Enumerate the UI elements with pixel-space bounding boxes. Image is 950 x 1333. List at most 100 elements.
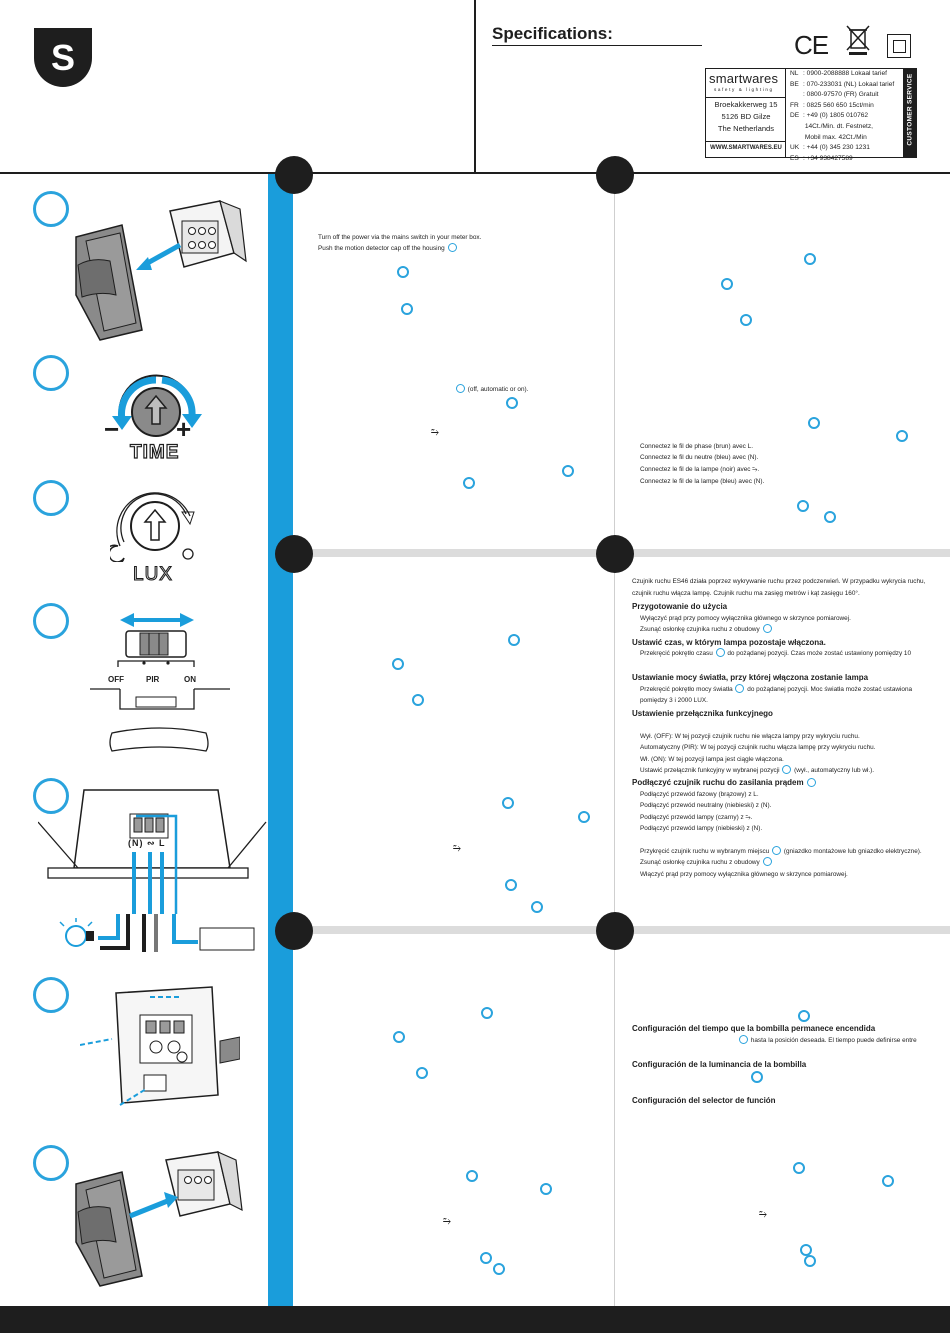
time-minus: − (104, 414, 120, 444)
step-ref-icon (804, 253, 816, 265)
step-ref-icon (401, 303, 413, 315)
lux-dial-figure: LUX (103, 482, 205, 587)
step-ref-icon (772, 846, 782, 855)
accent-bar (268, 174, 293, 1309)
pl-heading: Podłączyć czujnik ruchu do zasilania prą… (632, 777, 817, 789)
wiring-figure: (N) ∾ L (37, 782, 270, 954)
specifications-title: Specifications: (492, 24, 613, 43)
website: WWW.SMARTWARES.EU (710, 145, 782, 151)
step-ref-icon (824, 511, 836, 523)
fr-connect-line: Connectez le fil du neutre (bleu) avec (… (640, 454, 759, 461)
step-ref-icon (392, 658, 404, 670)
es-heading: Configuración del tiempo que la bombilla… (632, 1024, 876, 1033)
weee-bin-icon (845, 24, 871, 61)
step-ref-icon (882, 1175, 894, 1187)
function-switch-figure: OFF PIR ON (90, 605, 270, 755)
time-dial-figure: − + TIME (100, 358, 210, 468)
switch-label-pir: PIR (146, 675, 160, 684)
step-ref-icon (739, 1035, 748, 1044)
pl-line: Podłączyć przewód lampy (niebieski) z (N… (640, 825, 763, 832)
pl-line: Przekręcić pokrętło czasu do pożądanej p… (640, 648, 912, 657)
pl-heading: Ustawienie przełącznika funkcyjnego (632, 709, 773, 718)
step-ref-icon (782, 765, 792, 774)
step-marker (33, 191, 69, 227)
pl-line: Ustawić przełącznik funkcyjny w wybranej… (640, 765, 875, 774)
step-ref-icon (416, 1067, 428, 1079)
switch-label-off: OFF (108, 675, 124, 684)
step-ref-icon (721, 278, 733, 290)
step-ref-icon (762, 857, 772, 866)
pl-line: Włączyć prąd przy pomocy wyłącznika głów… (640, 871, 848, 878)
step-ref-icon (562, 465, 574, 477)
step-marker (33, 977, 69, 1013)
fr-connect-line: Connectez le fil de la lampe (bleu) avec… (640, 478, 765, 485)
step-ref-icon (793, 1162, 805, 1174)
pl-line: Podłączyć przewód lampy (czarny) z ⥲. (640, 814, 753, 821)
step-ref-icon (896, 430, 908, 442)
contact-box: smartwares safety & lighting Broekakkerw… (705, 68, 917, 162)
step-marker (33, 355, 69, 391)
step-ref-icon (397, 266, 409, 278)
footer-bar (0, 1306, 950, 1333)
section-marker (275, 912, 313, 950)
step-ref-icon (808, 417, 820, 429)
en-step-line: Turn off the power via the mains switch … (318, 234, 482, 241)
address-line: 5126 BD Gilze (721, 112, 771, 121)
pl-line: Podłączyć przewód fazowy (brązowy) z L. (640, 791, 759, 798)
address-line: The Netherlands (717, 124, 775, 133)
pl-line: Zsunąć osłonkę czujnika ruchu z obudowy (640, 624, 773, 636)
fr-connect-line: Connectez le fil de phase (brun) avec L. (640, 443, 753, 450)
step-ref-icon (798, 1010, 810, 1022)
lamp-terminal-icon: ⥲ (759, 1209, 767, 1220)
es-heading: Configuración del selector de función (632, 1096, 776, 1105)
section-marker (275, 156, 313, 194)
pl-line: Wył. (OFF): W tej pozycji czujnik ruchu … (640, 733, 860, 740)
step-ref-icon (715, 648, 725, 657)
section-marker (596, 912, 634, 950)
step-ref-icon (505, 879, 517, 891)
pl-heading: Przygotowanie do użycia (632, 602, 728, 611)
step-ref-icon (463, 477, 475, 489)
contact-list: NL: 0900-2088888 Lokaal tarief BE: 070-2… (790, 70, 895, 162)
step-ref-icon (480, 1252, 492, 1264)
step-ref-icon (393, 1031, 405, 1043)
pl-intro: Czujnik ruchu ES46 działa poprzez wykryw… (632, 578, 926, 585)
step-ref-icon (506, 397, 518, 409)
pl-heading: Ustawić czas, w którym lampa pozostaje w… (632, 638, 826, 647)
step-ref-icon (740, 314, 752, 326)
step-ref-icon (797, 500, 809, 512)
detector-refit-figure (70, 1150, 250, 1295)
pl-line: Wyłączyć prąd przy pomocy wyłącznika głó… (640, 615, 851, 622)
section-marker (275, 535, 313, 573)
step-ref-icon (466, 1170, 478, 1182)
lamp-terminal-icon: ⥲ (431, 427, 439, 438)
step-marker (33, 603, 69, 639)
step-ref-icon (751, 1071, 763, 1083)
pl-line: Zsunąć osłonkę czujnika ruchu z obudowy (640, 857, 773, 869)
pl-line: Przekręcić pokrętło mocy światła do pożą… (640, 684, 913, 693)
address-line: Broekakkerweg 15 (714, 100, 778, 109)
es-line: hasta la posición deseada. El tiempo pue… (738, 1035, 917, 1047)
lux-label: LUX (132, 563, 173, 585)
step-ref-icon (493, 1263, 505, 1275)
mounting-figure (79, 985, 241, 1115)
step-ref-icon (481, 1007, 493, 1019)
section-marker (596, 156, 634, 194)
en-step-line: Push the motion detector cap off the hou… (318, 243, 458, 255)
step-marker (33, 1145, 69, 1181)
ce-mark-icon: CE (794, 30, 829, 60)
switch-label-on: ON (184, 675, 196, 684)
es-heading: Configuración de la luminancia de la bom… (632, 1060, 807, 1069)
step-marker (33, 778, 69, 814)
time-plus: + (176, 414, 192, 444)
pl-heading: Ustawianie mocy światła, przy której włą… (632, 673, 869, 682)
pl-intro: czujnik ruchu włącza lampę. Czujnik ruch… (632, 590, 860, 597)
step-ref-icon (804, 1255, 816, 1267)
step-ref-icon (412, 694, 424, 706)
pl-line: Przykręcić czujnik ruchu w wybranym miej… (640, 846, 922, 855)
pl-line: Podłączyć przewód neutralny (niebieski) … (640, 802, 772, 809)
class-ii-icon (887, 34, 911, 58)
logo-letter: S (51, 37, 75, 78)
lamp-terminal-icon: ⥲ (453, 843, 461, 854)
lamp-terminal-icon: ⥲ (443, 1216, 451, 1227)
